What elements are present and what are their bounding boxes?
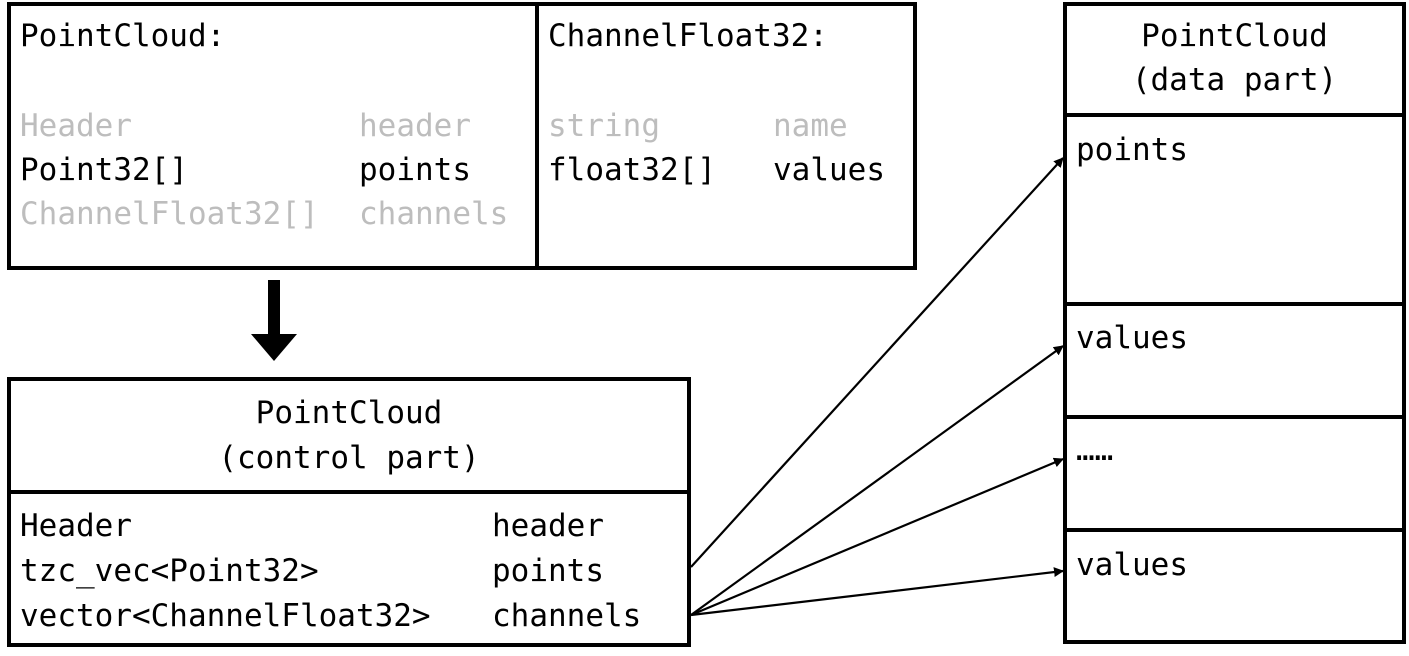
- data-part-subtitle: (data part): [1131, 62, 1338, 98]
- control-part-box: [7, 377, 691, 647]
- data-part-title: PointCloud: [1141, 18, 1328, 54]
- data-part-cell-label: values: [1076, 547, 1188, 583]
- data-part-divider: [1063, 113, 1406, 117]
- points-arrow: [690, 157, 1064, 568]
- pointcloud-def-field-name: points: [359, 152, 471, 188]
- data-part-cell-label: points: [1076, 132, 1188, 168]
- data-part-divider: [1063, 415, 1406, 419]
- channelfloat-def-field-name: values: [773, 152, 885, 188]
- data-part-box: [1063, 2, 1406, 644]
- down-arrow-icon: [251, 280, 297, 361]
- control-part-subtitle: (control part): [218, 440, 480, 476]
- pointcloud-def-title: PointCloud:: [20, 18, 226, 54]
- definitions-divider: [535, 2, 539, 270]
- data-part-divider: [1063, 302, 1406, 306]
- pointcloud-def-field-name: header: [359, 108, 471, 144]
- control-part-field-type: vector<ChannelFloat32>: [20, 598, 431, 634]
- channelfloat-def-title: ChannelFloat32:: [548, 18, 828, 54]
- control-part-field-type: tzc_vec<Point32>: [20, 553, 319, 589]
- data-part-divider: [1063, 528, 1406, 532]
- control-part-field-name: channels: [492, 598, 642, 634]
- channelfloat-def-field-name: name: [773, 108, 848, 144]
- control-part-title: PointCloud: [255, 395, 443, 431]
- control-part-field-name: points: [492, 553, 604, 589]
- pointcloud-def-field-type: ChannelFloat32[]: [20, 196, 319, 232]
- pointcloud-def-field-type: Header: [20, 108, 132, 144]
- channelfloat-def-field-type: float32[]: [548, 152, 716, 188]
- channels-arrow: [690, 457, 1064, 617]
- channels-arrow: [690, 345, 1064, 616]
- control-part-divider: [7, 490, 691, 494]
- pointcloud-def-field-type: Point32[]: [20, 152, 188, 188]
- data-part-cell-label: ……: [1076, 432, 1114, 468]
- channelfloat-def-field-type: string: [548, 108, 660, 144]
- pointcloud-def-field-name: channels: [359, 196, 509, 232]
- control-part-field-type: Header: [20, 508, 132, 544]
- data-part-cell-label: values: [1076, 320, 1188, 356]
- message-definitions-box: [7, 2, 917, 270]
- control-part-field-name: header: [492, 508, 604, 544]
- channels-arrow: [690, 567, 1064, 617]
